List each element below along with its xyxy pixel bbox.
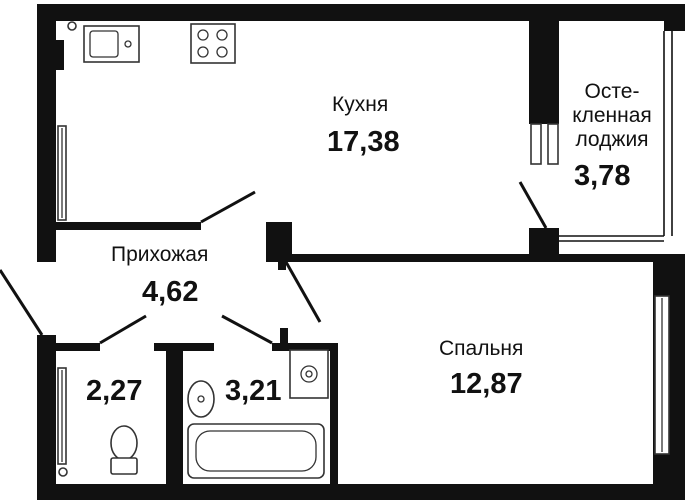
wall-top xyxy=(37,4,685,21)
kitchen-name: Кухня xyxy=(332,93,389,116)
sink-icon xyxy=(83,25,140,63)
riser-wc xyxy=(58,467,68,477)
toilet-tank xyxy=(110,457,138,475)
wall-bedroom-top xyxy=(276,254,685,262)
loggia-area: 3,78 xyxy=(574,160,631,192)
bath-door-swing xyxy=(221,314,273,345)
wall-bath-notch xyxy=(280,328,288,350)
riser-icon xyxy=(67,21,77,31)
stove-burner-2 xyxy=(216,29,228,41)
wall-wc-top xyxy=(56,343,100,351)
wall-wc-bath xyxy=(166,343,183,493)
wall-left xyxy=(37,70,56,262)
washing-machine-icon xyxy=(289,349,329,399)
bedroom-door-swing xyxy=(284,261,322,323)
loggia-name: Осте- кленная лоджия xyxy=(560,80,664,152)
stove-burner-1 xyxy=(197,29,209,41)
wc-door-swing xyxy=(99,314,147,345)
washbasin-icon xyxy=(187,380,215,418)
loggia-name-line-3: лоджия xyxy=(575,128,649,151)
bathroom-area: 3,21 xyxy=(225,375,282,407)
bedroom-name: Спальня xyxy=(439,337,524,360)
toilet-icon xyxy=(110,425,138,461)
bathtub-basin xyxy=(195,430,317,472)
entrance-door-swing xyxy=(0,269,44,336)
loggia-door-leaf-2 xyxy=(547,123,559,165)
loggia-name-line-1: Осте- xyxy=(584,80,640,103)
loggia-door-swing xyxy=(518,181,548,229)
sink-tap xyxy=(124,40,132,48)
wall-loggia-right xyxy=(664,21,685,31)
wc-area: 2,27 xyxy=(86,375,143,407)
bathtub-icon xyxy=(187,423,325,479)
stove-burner-3 xyxy=(197,46,209,58)
wall-hall-corner-v2 xyxy=(278,222,286,270)
sink-bowl xyxy=(89,30,119,58)
kitchen-door-swing xyxy=(200,190,256,224)
hallway-area: 4,62 xyxy=(142,276,199,308)
hallway-name: Прихожая xyxy=(111,243,209,266)
wall-bath-bedroom xyxy=(330,343,338,493)
wall-left-top xyxy=(37,4,56,40)
wall-bottom xyxy=(37,484,685,500)
bedroom-area: 12,87 xyxy=(450,368,523,400)
stove-icon xyxy=(190,23,236,64)
wall-left-notch xyxy=(37,40,64,70)
stove-burner-4 xyxy=(216,46,228,58)
wall-left-bottom xyxy=(37,335,56,500)
wall-bath-top-right xyxy=(272,343,338,351)
wall-bath-top xyxy=(154,343,214,351)
washing-machine-drum xyxy=(300,365,318,383)
washbasin-drain xyxy=(197,395,205,403)
wall-kitchen-loggia xyxy=(529,4,559,124)
loggia-name-line-2: кленная xyxy=(572,104,652,127)
wall-kitchen-hall-stub xyxy=(56,222,201,230)
washing-machine-center xyxy=(305,370,313,378)
loggia-door-leaf-1 xyxy=(530,123,542,165)
kitchen-area: 17,38 xyxy=(327,126,400,158)
